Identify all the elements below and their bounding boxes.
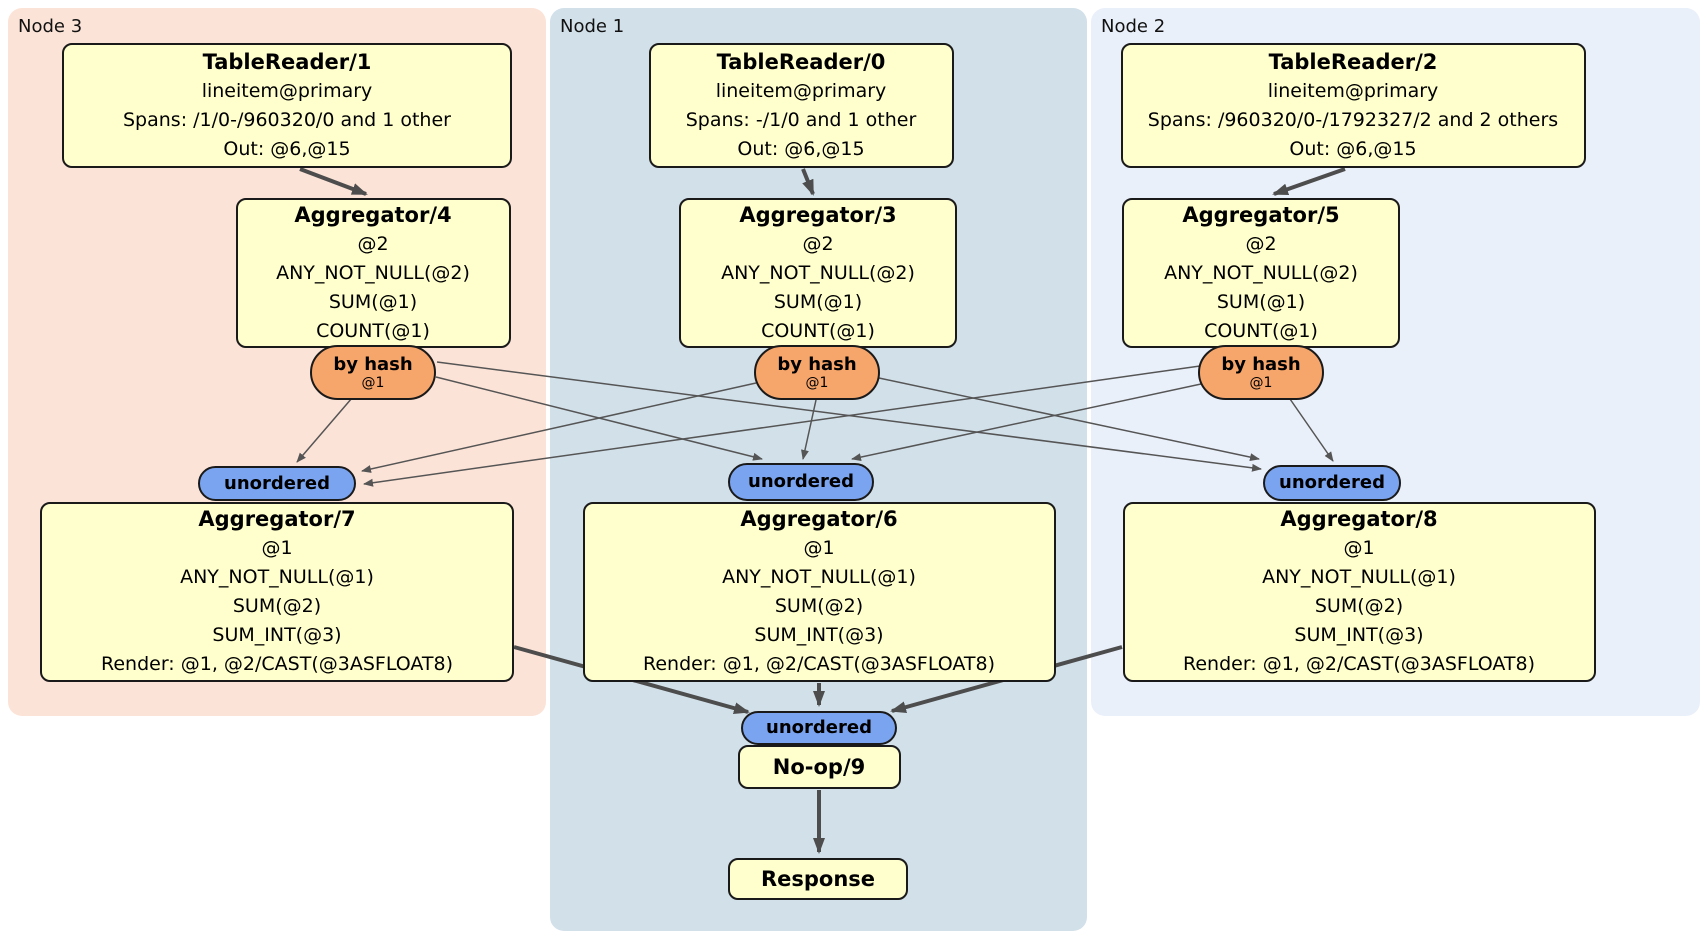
processor-detail-line: Render: @1, @2/CAST(@3ASFLOAT8) bbox=[1183, 653, 1535, 675]
sync-unordered-6: unordered bbox=[728, 463, 874, 501]
processor-detail-line: SUM(@2) bbox=[1314, 595, 1404, 617]
processor-detail-line: COUNT(@1) bbox=[316, 319, 430, 342]
processor-detail-line: ANY_NOT_NULL(@2) bbox=[276, 261, 470, 284]
processor-title: Aggregator/6 bbox=[740, 507, 898, 531]
processor-detail-line: ANY_NOT_NULL(@1) bbox=[1262, 566, 1456, 588]
processor-detail-line: ANY_NOT_NULL(@2) bbox=[721, 261, 915, 284]
router-hash-columns: @1 bbox=[1249, 374, 1273, 391]
sync-label: unordered bbox=[766, 717, 872, 738]
sync-unordered-7: unordered bbox=[198, 466, 356, 501]
processor-title: No-op/9 bbox=[772, 754, 866, 779]
processor-detail-line: lineitem@primary bbox=[1267, 79, 1439, 102]
processor-detail-line: ANY_NOT_NULL(@2) bbox=[1164, 261, 1358, 284]
processor-detail-line: Render: @1, @2/CAST(@3ASFLOAT8) bbox=[643, 653, 995, 675]
processor-detail-line: SUM(@1) bbox=[773, 290, 863, 313]
processor-detail-line: Render: @1, @2/CAST(@3ASFLOAT8) bbox=[101, 653, 453, 675]
processor-detail-line: COUNT(@1) bbox=[761, 319, 875, 342]
processor-detail-line: SUM(@1) bbox=[328, 290, 418, 313]
processor-detail-line: SUM(@2) bbox=[774, 595, 864, 617]
processor-detail-line: lineitem@primary bbox=[201, 79, 373, 102]
processor-detail-line: Out: @6,@15 bbox=[737, 137, 865, 160]
router-by-hash-5: by hash@1 bbox=[1198, 345, 1324, 400]
router-by-hash-4: by hash@1 bbox=[310, 345, 436, 400]
processor-title: Aggregator/5 bbox=[1182, 202, 1340, 227]
processor-detail-line: ANY_NOT_NULL(@1) bbox=[180, 566, 374, 588]
router-label: by hash bbox=[1221, 353, 1301, 375]
processor-detail-line: SUM(@2) bbox=[232, 595, 322, 617]
router-hash-columns: @1 bbox=[805, 374, 829, 391]
processor-title: Aggregator/7 bbox=[198, 507, 356, 531]
node-region-label: Node 3 bbox=[18, 16, 83, 37]
node-region-label: Node 2 bbox=[1101, 16, 1166, 37]
processor-detail-line: COUNT(@1) bbox=[1204, 319, 1318, 342]
router-hash-columns: @1 bbox=[361, 374, 385, 391]
processor-title: TableReader/0 bbox=[716, 49, 886, 74]
processor-detail-line: SUM(@1) bbox=[1216, 290, 1306, 313]
processor-title: Aggregator/8 bbox=[1280, 507, 1438, 531]
processor-no-op-9: No-op/9 bbox=[737, 745, 901, 789]
processor-detail-line: @2 bbox=[802, 232, 834, 255]
processor-detail-line: Spans: /960320/0-/1792327/2 and 2 others bbox=[1147, 108, 1559, 131]
node-region-label: Node 1 bbox=[560, 16, 625, 37]
processor-title: Aggregator/3 bbox=[739, 202, 897, 227]
sync-unordered-8: unordered bbox=[1263, 465, 1401, 501]
processor-detail-line: SUM_INT(@3) bbox=[212, 624, 342, 646]
processor-detail-line: @1 bbox=[803, 537, 835, 559]
processor-detail-line: Spans: -/1/0 and 1 other bbox=[685, 108, 917, 131]
processor-detail-line: SUM_INT(@3) bbox=[1294, 624, 1424, 646]
processor-response: Response bbox=[728, 858, 908, 900]
processor-detail-line: Out: @6,@15 bbox=[1289, 137, 1417, 160]
processor-detail-line: @2 bbox=[1245, 232, 1277, 255]
router-label: by hash bbox=[333, 353, 413, 375]
processor-detail-line: @1 bbox=[261, 537, 293, 559]
processor-title: Aggregator/4 bbox=[294, 202, 452, 227]
sync-label: unordered bbox=[1279, 472, 1385, 493]
processor-detail-line: lineitem@primary bbox=[715, 79, 887, 102]
processor-detail-line: @1 bbox=[1343, 537, 1375, 559]
sync-unordered-9: unordered bbox=[741, 711, 897, 745]
processor-detail-line: @2 bbox=[357, 232, 389, 255]
processor-detail-line: Spans: /1/0-/960320/0 and 1 other bbox=[123, 108, 451, 131]
processor-detail-line: Out: @6,@15 bbox=[223, 137, 351, 160]
router-by-hash-3: by hash@1 bbox=[754, 345, 880, 400]
sync-label: unordered bbox=[224, 472, 330, 494]
processor-title: Response bbox=[760, 866, 876, 891]
processor-title: TableReader/2 bbox=[1268, 49, 1438, 74]
processor-detail-line: ANY_NOT_NULL(@1) bbox=[722, 566, 916, 588]
router-label: by hash bbox=[777, 353, 857, 375]
processor-title: TableReader/1 bbox=[202, 49, 372, 74]
processor-detail-line: SUM_INT(@3) bbox=[754, 624, 884, 646]
sync-label: unordered bbox=[748, 471, 854, 492]
